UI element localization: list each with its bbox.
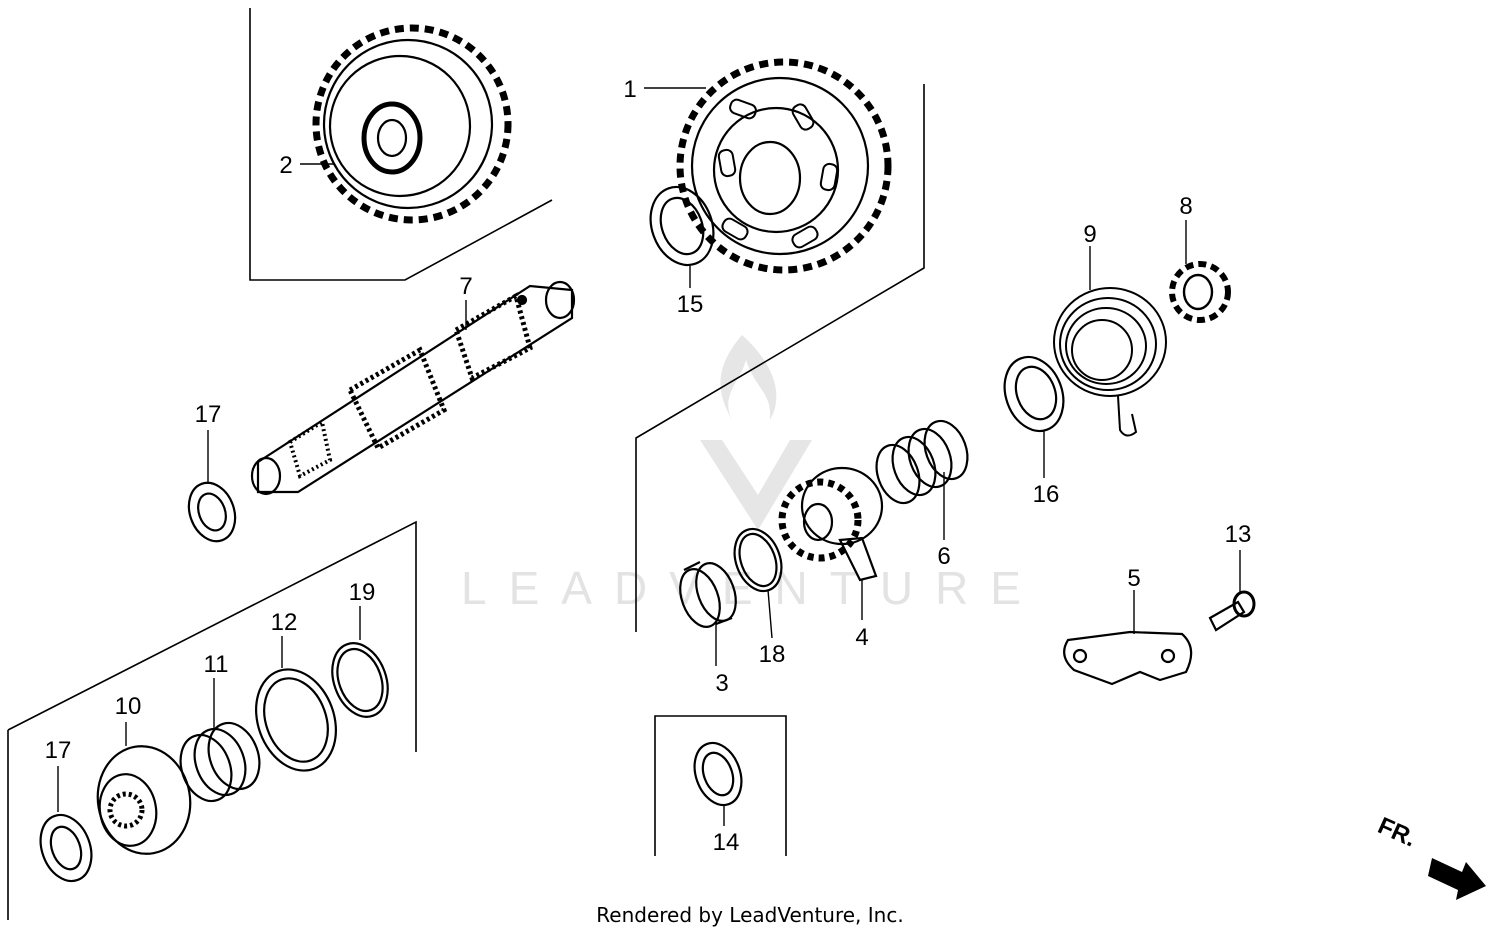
- front-arrow-icon: [1428, 858, 1486, 900]
- callout-4: 4: [855, 624, 868, 651]
- leader-lines: [57, 87, 1241, 826]
- watermark: LEADVENTURE: [461, 335, 1043, 614]
- ratchet-4-arm: [838, 536, 878, 582]
- callout-1: 1: [623, 76, 636, 103]
- part-6-spring: [875, 419, 969, 505]
- part-12-washer: [255, 668, 337, 772]
- part-17-washer-bottom: [39, 813, 93, 883]
- gear-1-teeth: [676, 58, 892, 274]
- ratchet-4-teeth: [778, 478, 862, 562]
- watermark-flame-icon: [720, 335, 777, 420]
- callout-17-top: 17: [195, 401, 222, 428]
- part-7-shaft: [250, 280, 576, 496]
- part-17-washer-top: [187, 481, 237, 543]
- front-direction-label: FR.: [1374, 812, 1420, 852]
- front-direction-indicator: FR.: [1374, 812, 1486, 900]
- part-5-stopper-plate: [1063, 630, 1193, 686]
- watermark-wordmark: LEADVENTURE: [461, 562, 1043, 614]
- callout-13: 13: [1225, 521, 1252, 548]
- part-18-clip: [733, 527, 783, 593]
- callout-14: 14: [713, 829, 740, 856]
- callout-9: 9: [1083, 221, 1096, 248]
- callout-18: 18: [759, 641, 786, 668]
- part-14-washer: [693, 741, 743, 807]
- shaft-end-left: [250, 456, 282, 496]
- gear-2-hub: [361, 101, 423, 175]
- part-4-ratchet: [778, 466, 884, 582]
- part-9-coil-spring: [1053, 287, 1167, 437]
- callout-17-bottom: 17: [45, 737, 72, 764]
- callout-8: 8: [1179, 193, 1192, 220]
- callout-6: 6: [937, 543, 950, 570]
- render-credit: Rendered by LeadVenture, Inc.: [596, 903, 904, 927]
- part-2-gear: [312, 24, 512, 224]
- group-frames: [7, 8, 925, 920]
- part-13-bolt: [1208, 590, 1256, 632]
- callouts: 1 2 3 4 5 6 7 8 9 10 11 12 13 14 15 16 1…: [45, 76, 1252, 856]
- gear-2-teeth: [312, 24, 512, 224]
- callout-5: 5: [1127, 565, 1140, 592]
- frame-kickstarter: [635, 84, 925, 632]
- part-1-gear: [676, 58, 892, 274]
- callout-10: 10: [115, 693, 142, 720]
- part-19-circlip: [331, 642, 389, 718]
- part-15-washer: [649, 185, 715, 267]
- callout-19: 19: [349, 579, 376, 606]
- shaft-spline-2: [452, 292, 533, 382]
- shaft-spline-1: [346, 346, 448, 452]
- frame-washer-14: [654, 715, 787, 856]
- callout-7: 7: [459, 273, 472, 300]
- ratchet-4-body: [800, 466, 884, 546]
- callout-16: 16: [1033, 481, 1060, 508]
- ratchet-4-bore: [802, 502, 834, 542]
- gear-1-rim: [690, 76, 870, 256]
- shaft-body: [256, 284, 574, 494]
- part-11-spring: [179, 721, 261, 803]
- frame-gear-2: [249, 8, 553, 281]
- gear-2-bore: [376, 118, 408, 158]
- part-8-collar: [1169, 261, 1231, 323]
- frame-ratchet: [7, 520, 417, 920]
- gear-1-hub: [738, 140, 802, 216]
- gear-2-web: [328, 54, 472, 198]
- callout-15: 15: [677, 291, 704, 318]
- callout-12: 12: [271, 609, 298, 636]
- shaft-spline-3: [287, 418, 333, 479]
- callout-3: 3: [715, 670, 728, 697]
- shaft-hole: [516, 294, 528, 306]
- gear-1-holes: [717, 98, 839, 249]
- callout-2: 2: [279, 152, 292, 179]
- callout-11: 11: [204, 651, 229, 678]
- gear-2-rim: [322, 38, 494, 210]
- watermark-v-icon: [700, 440, 812, 530]
- part-10-ratchet: [96, 745, 192, 855]
- part-3-bushing: [679, 561, 737, 628]
- shaft-end-right: [544, 280, 576, 320]
- part-16-washer: [1003, 355, 1065, 433]
